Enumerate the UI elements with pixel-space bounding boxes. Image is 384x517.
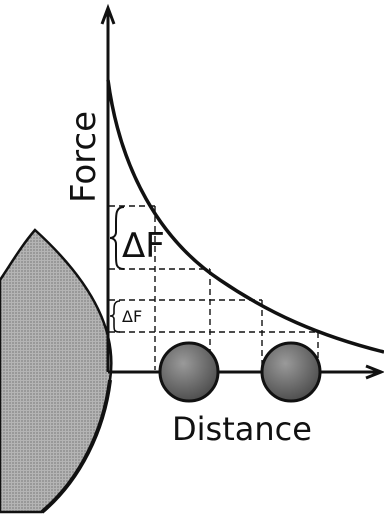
ball-2 bbox=[260, 341, 322, 403]
ball-1 bbox=[158, 341, 220, 403]
delta-f-large-label: ΔF bbox=[122, 226, 165, 266]
surface-body bbox=[0, 228, 113, 514]
x-axis-label: Distance bbox=[172, 410, 312, 448]
x-axis-arrowhead bbox=[365, 364, 384, 380]
axes bbox=[100, 3, 384, 380]
force-curve bbox=[106, 79, 384, 354]
brace-small bbox=[109, 300, 121, 333]
y-axis-arrowhead bbox=[100, 3, 116, 25]
brace-large bbox=[109, 206, 125, 270]
y-axis-label: Force bbox=[64, 111, 104, 203]
surface-rim bbox=[40, 379, 112, 514]
delta-f-small-label: ΔF bbox=[122, 307, 142, 326]
